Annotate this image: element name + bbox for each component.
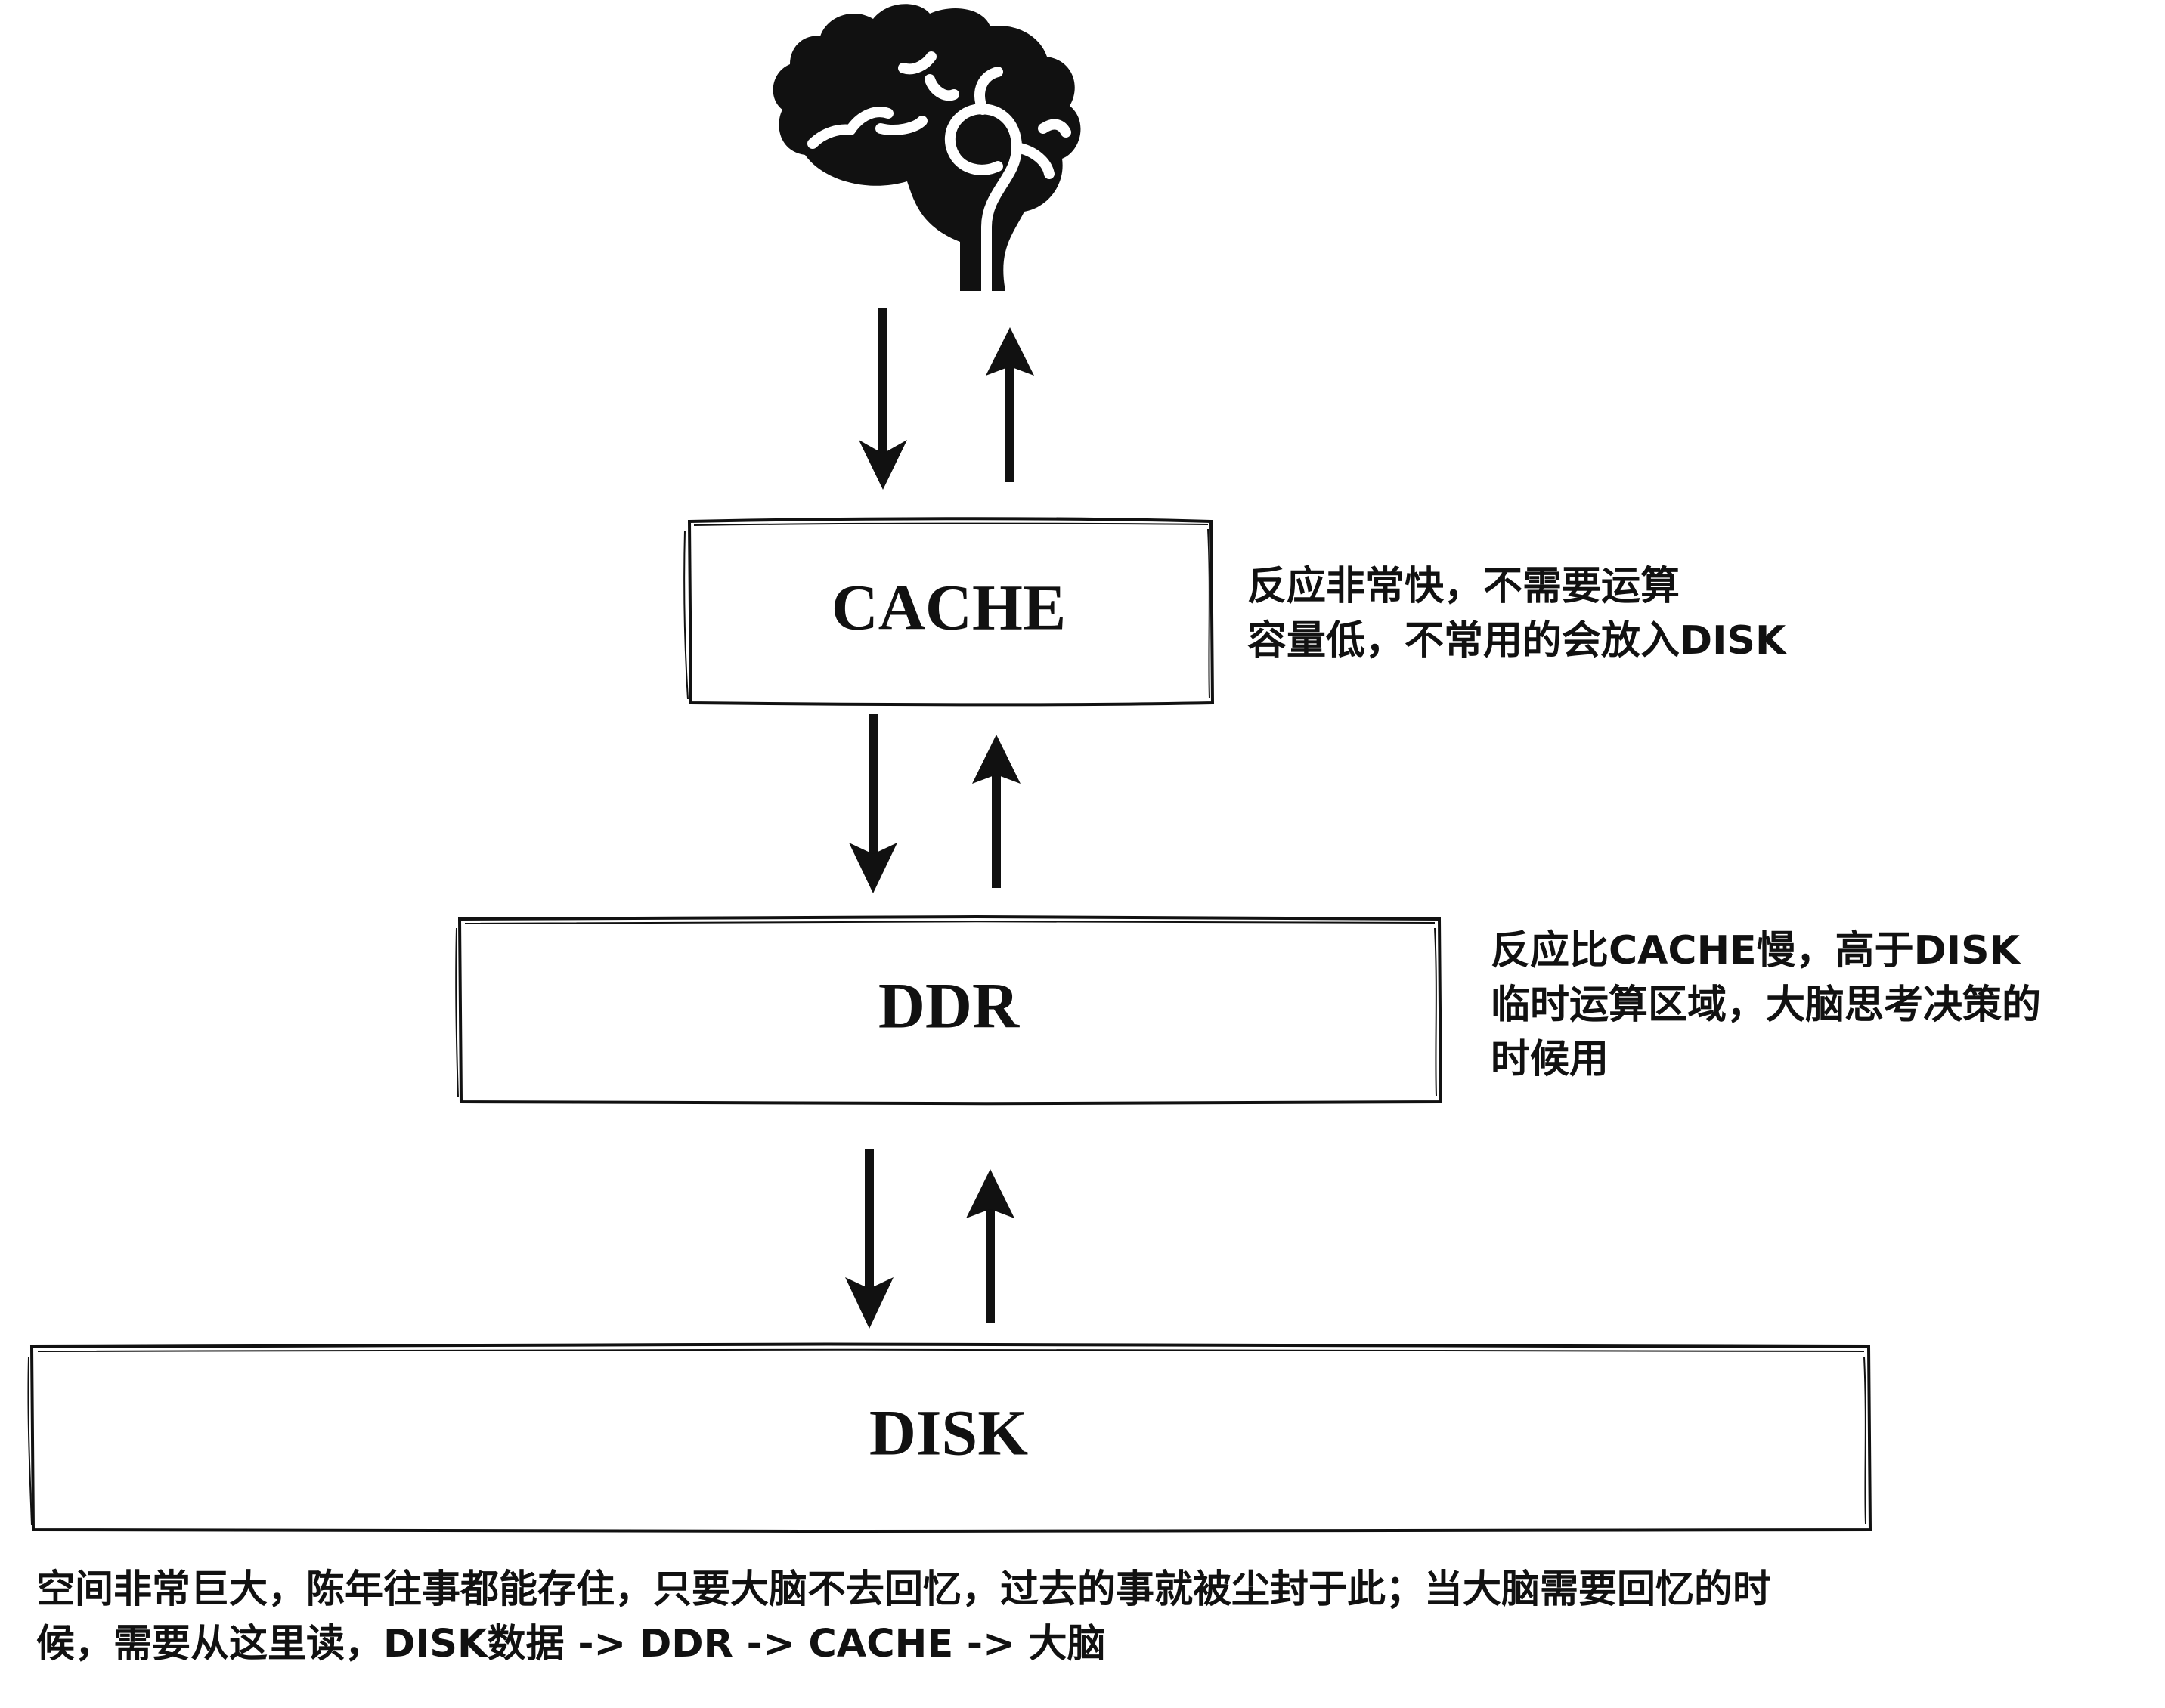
arrowhead-up-cache-to-brain <box>986 327 1034 376</box>
arrowhead-up-disk-to-ddr <box>966 1169 1014 1218</box>
cache-box: CACHE <box>683 517 1215 707</box>
disk-label: DISK <box>869 1397 1028 1469</box>
ddr-note-line-2: 临时运算区域，大脑思考决策的 <box>1491 982 2042 1028</box>
cache-note: 反应非常快，不需要运算 容量低，不常用的会放入DISK <box>1247 559 1786 668</box>
cache-note-line-1: 反应非常快，不需要运算 <box>1247 564 1680 609</box>
ddr-box: DDR <box>455 915 1443 1106</box>
ddr-label: DDR <box>878 970 1020 1042</box>
arrowhead-down-ddr-to-disk <box>845 1277 894 1329</box>
ddr-note-line-1: 反应比CACHE慢，高于DISK <box>1491 928 2020 973</box>
arrowhead-down-brain-to-cache <box>859 440 907 490</box>
disk-note-line-2: 候，需要从这里读，DISK数据 -> DDR -> CACHE -> 大脑 <box>36 1622 1106 1666</box>
brain-icon <box>773 4 1081 296</box>
arrowhead-up-ddr-to-cache <box>972 735 1021 784</box>
cache-label: CACHE <box>832 571 1067 644</box>
cache-note-line-2: 容量低，不常用的会放入DISK <box>1247 618 1786 664</box>
disk-note-line-1: 空间非常巨大，陈年往事都能存住，只要大脑不去回忆，过去的事就被尘封于此；当大脑需… <box>36 1567 1772 1612</box>
disk-note: 空间非常巨大，陈年往事都能存住，只要大脑不去回忆，过去的事就被尘封于此；当大脑需… <box>36 1563 1771 1672</box>
ddr-note-line-3: 时候用 <box>1491 1037 1609 1082</box>
disk-box: DISK <box>27 1342 1872 1533</box>
arrowhead-down-cache-to-ddr <box>849 843 897 893</box>
ddr-note: 反应比CACHE慢，高于DISK 临时运算区域，大脑思考决策的 时候用 <box>1491 924 2041 1087</box>
